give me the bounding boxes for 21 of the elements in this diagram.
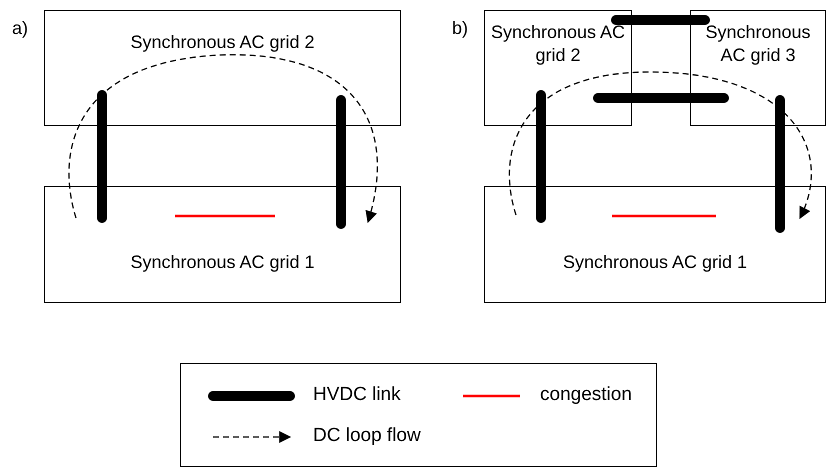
grid-label: Synchronous AC grid 3	[704, 21, 812, 67]
hvdc-link	[336, 95, 346, 229]
legend-text: DC loop flow	[313, 425, 421, 447]
grid-label: Synchronous AC grid 1	[562, 251, 748, 274]
grid-label: Synchronous AC grid 1	[129, 251, 316, 274]
legend-text: HVDC link	[313, 384, 401, 406]
hvdc-link	[611, 15, 710, 25]
grid-box	[484, 186, 826, 303]
panel-label: a)	[12, 18, 28, 39]
legend-text: congestion	[540, 384, 632, 406]
grid-box	[44, 10, 401, 126]
hvdc-link	[593, 93, 729, 103]
grid-label: Synchronous AC grid 2	[129, 31, 316, 54]
grid-box	[484, 10, 632, 126]
grid-box	[690, 10, 826, 126]
hvdc-link	[97, 90, 107, 223]
hvdc-link	[775, 95, 785, 233]
panel-label: b)	[452, 18, 468, 39]
hvdc-link	[536, 90, 546, 223]
grid-box	[44, 186, 401, 303]
grid-label: Synchronous AC grid 2	[490, 21, 626, 67]
